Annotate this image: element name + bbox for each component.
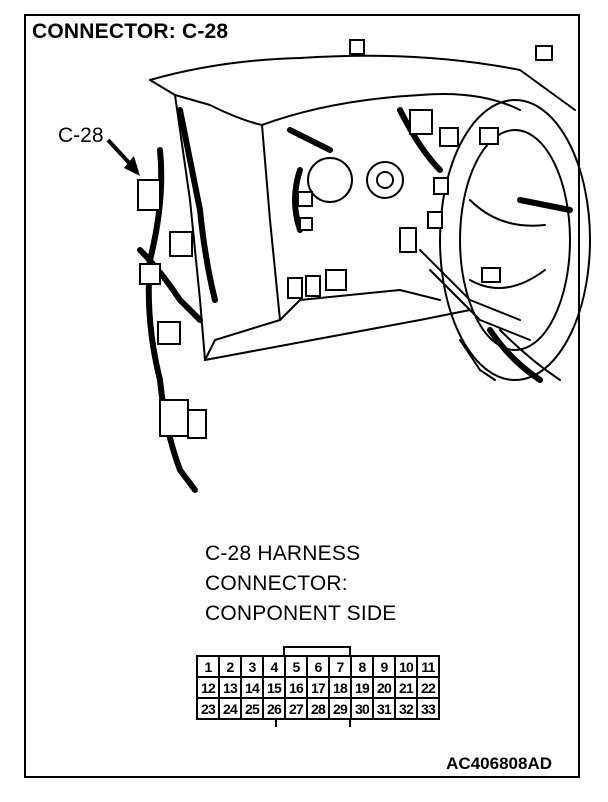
pin-cell: 17 bbox=[308, 678, 330, 699]
pin-cell: 31 bbox=[374, 699, 396, 720]
pin-cell: 1 bbox=[198, 657, 220, 678]
pin-cell: 11 bbox=[418, 657, 440, 678]
pin-cell: 12 bbox=[198, 678, 220, 699]
pin-cell: 21 bbox=[396, 678, 418, 699]
pin-cell: 10 bbox=[396, 657, 418, 678]
pin-cell: 8 bbox=[352, 657, 374, 678]
connector-callout-label: C-28 bbox=[58, 124, 104, 147]
pin-cell: 20 bbox=[374, 678, 396, 699]
pin-cell: 16 bbox=[286, 678, 308, 699]
pin-cell: 22 bbox=[418, 678, 440, 699]
pin-cell: 18 bbox=[330, 678, 352, 699]
pin-cell: 9 bbox=[374, 657, 396, 678]
pin-cell: 15 bbox=[264, 678, 286, 699]
pin-cell: 26 bbox=[264, 699, 286, 720]
pin-cell: 28 bbox=[308, 699, 330, 720]
pin-cell: 23 bbox=[198, 699, 220, 720]
pin-cell: 30 bbox=[352, 699, 374, 720]
pin-cell: 24 bbox=[220, 699, 242, 720]
pin-cell: 6 bbox=[308, 657, 330, 678]
figure-title: CONNECTOR: C-28 bbox=[32, 20, 233, 44]
caption-line-3: CONPONENT SIDE bbox=[205, 602, 397, 625]
figure-code: AC406808AD bbox=[446, 754, 552, 773]
pin-cell: 25 bbox=[242, 699, 264, 720]
pin-cell: 14 bbox=[242, 678, 264, 699]
pin-cell: 5 bbox=[286, 657, 308, 678]
pin-cell: 32 bbox=[396, 699, 418, 720]
pin-cell: 27 bbox=[286, 699, 308, 720]
pin-cell: 33 bbox=[418, 699, 440, 720]
pin-cell: 7 bbox=[330, 657, 352, 678]
pin-cell: 4 bbox=[264, 657, 286, 678]
caption-line-2: CONNECTOR: bbox=[205, 572, 348, 595]
pin-cell: 3 bbox=[242, 657, 264, 678]
pin-cell: 29 bbox=[330, 699, 352, 720]
caption-line-1: C-28 HARNESS bbox=[205, 542, 361, 565]
pin-cell: 19 bbox=[352, 678, 374, 699]
pin-cell: 13 bbox=[220, 678, 242, 699]
figure-frame bbox=[24, 14, 580, 778]
pin-cell: 2 bbox=[220, 657, 242, 678]
